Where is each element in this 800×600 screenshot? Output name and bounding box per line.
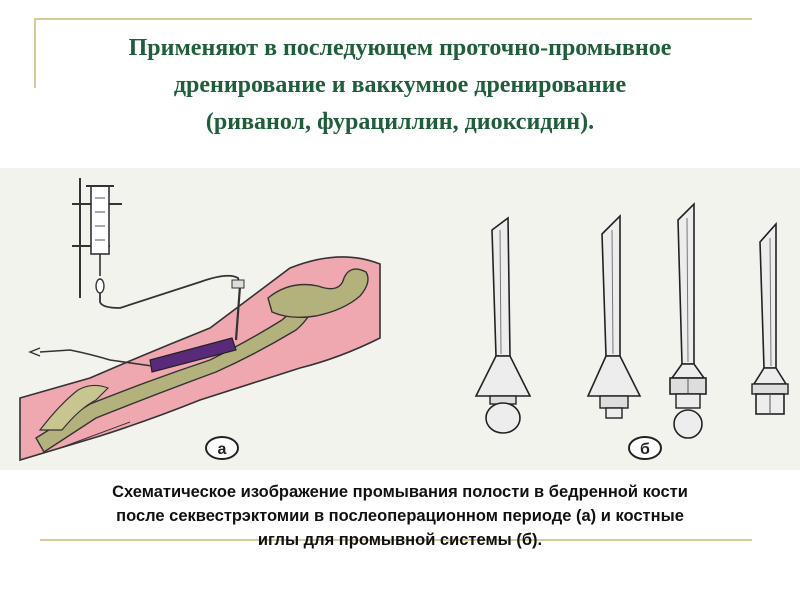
inflow-needle-hub bbox=[231, 279, 245, 289]
figure-caption: Схематическое изображение промывания пол… bbox=[0, 480, 800, 552]
leg-drainage-illustration: а bbox=[19, 178, 381, 462]
frame-left-line bbox=[34, 18, 36, 88]
caption-line-1: Схематическое изображение промывания пол… bbox=[112, 483, 688, 501]
caption-line-3: иглы для промывной системы (б). bbox=[257, 531, 543, 549]
outflow-tube bbox=[39, 349, 153, 367]
reservoir-syringe bbox=[86, 185, 114, 294]
illustration: а bbox=[19, 178, 789, 462]
inflow-tube bbox=[99, 274, 241, 309]
slide-title: Применяют в последующем проточно-промывн… bbox=[0, 30, 800, 141]
label-b-badge: б bbox=[628, 436, 662, 460]
label-a-badge: а bbox=[205, 436, 239, 460]
label-b: б bbox=[640, 441, 650, 458]
bone-line bbox=[59, 421, 131, 449]
caption-line-2: после секвестрэктомии в послеоперационно… bbox=[116, 507, 684, 525]
bone-cavity-drain bbox=[149, 337, 237, 373]
frame-top-line bbox=[34, 18, 752, 20]
knee-bones bbox=[267, 268, 369, 319]
title-line-2: дренирование и ваккумное дренирование bbox=[173, 72, 627, 98]
title-line-1: Применяют в последующем проточно-промывн… bbox=[128, 35, 672, 61]
patella bbox=[38, 384, 110, 431]
title-line-3: (риванол, фурациллин, диоксидин). bbox=[205, 109, 595, 135]
bone-needle-4 bbox=[751, 221, 789, 415]
inflow-needle bbox=[234, 285, 242, 341]
figure-panel: а bbox=[0, 168, 800, 470]
bone-needle-1 bbox=[474, 216, 532, 434]
label-a: а bbox=[218, 441, 227, 458]
outflow-tube-end bbox=[28, 347, 41, 357]
bone-needle-2 bbox=[586, 214, 642, 419]
frame-bottom-line bbox=[40, 539, 752, 541]
bone-needle-3 bbox=[669, 202, 707, 439]
bone-needles-illustration: б bbox=[474, 202, 789, 460]
